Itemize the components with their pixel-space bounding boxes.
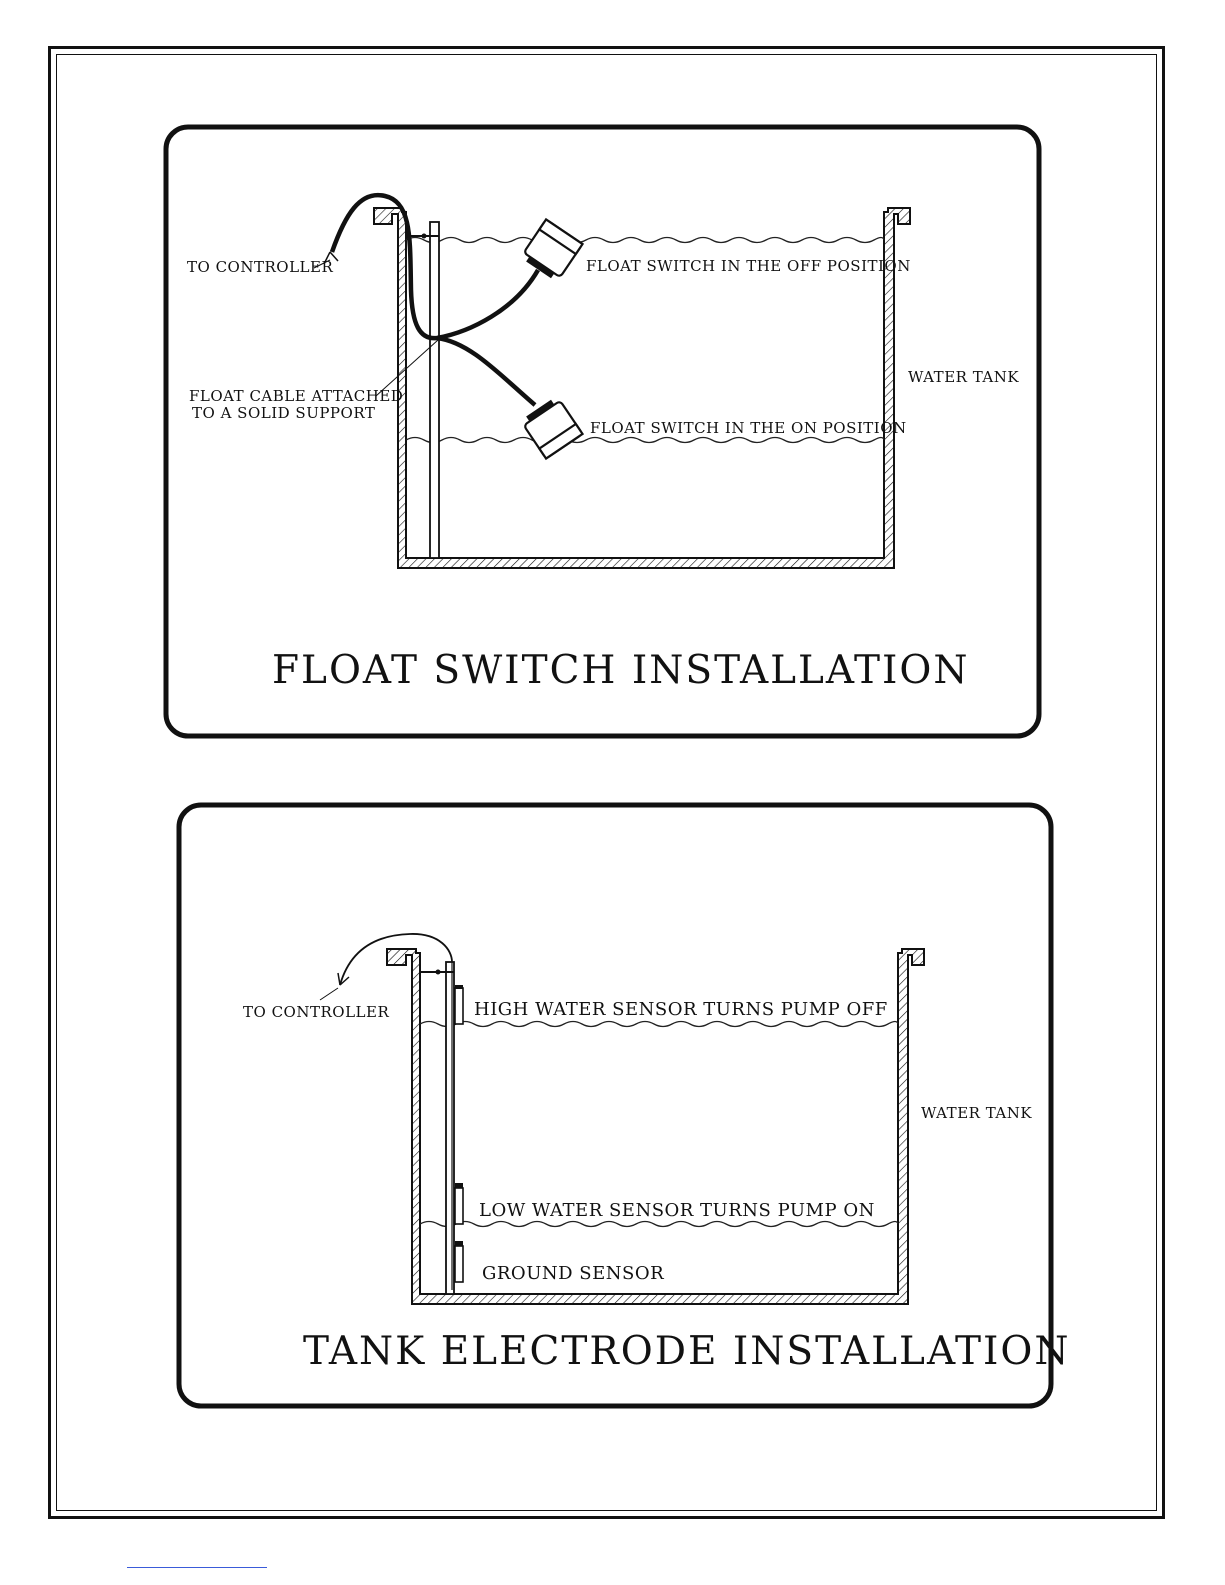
water-level-high-2 bbox=[420, 1022, 898, 1027]
label-water-tank-2: WATER TANK bbox=[921, 1104, 1032, 1122]
water-level-low-1 bbox=[406, 438, 884, 443]
electrode-bolt bbox=[436, 970, 441, 975]
solid-support-post bbox=[430, 222, 439, 558]
label-float-on: FLOAT SWITCH IN THE ON POSITION bbox=[590, 419, 907, 437]
low-water-sensor bbox=[455, 1183, 463, 1224]
high-water-sensor bbox=[455, 985, 463, 1024]
float-off-position bbox=[520, 219, 582, 282]
label-cable-attached-2: TO A SOLID SUPPORT bbox=[192, 404, 375, 422]
label-water-tank-1: WATER TANK bbox=[908, 368, 1019, 386]
electrode-holder bbox=[446, 962, 454, 1294]
float-switch-title: FLOAT SWITCH INSTALLATION bbox=[272, 648, 969, 693]
label-ground-sensor: GROUND SENSOR bbox=[482, 1263, 664, 1284]
water-level-low-2 bbox=[420, 1222, 898, 1227]
float-switch-panel: TO CONTROLLER FLOAT SWITCH IN THE OFF PO… bbox=[166, 127, 1039, 736]
tank-electrode-panel: TO CONTROLLER HIGH WATER SENSOR TURNS PU… bbox=[179, 805, 1071, 1406]
label-high-sensor: HIGH WATER SENSOR TURNS PUMP OFF bbox=[474, 999, 888, 1020]
label-low-sensor: LOW WATER SENSOR TURNS PUMP ON bbox=[479, 1200, 875, 1221]
ground-sensor bbox=[455, 1241, 463, 1282]
footer-link-underline[interactable] bbox=[127, 1567, 267, 1568]
support-bolt bbox=[422, 234, 427, 239]
float-cable-lower bbox=[437, 338, 535, 405]
tank-electrode-title: TANK ELECTRODE INSTALLATION bbox=[303, 1329, 1071, 1374]
label-to-controller-1: TO CONTROLLER bbox=[187, 258, 333, 276]
label-float-off: FLOAT SWITCH IN THE OFF POSITION bbox=[586, 257, 911, 275]
label-to-controller-2: TO CONTROLLER bbox=[243, 1003, 389, 1021]
label-cable-attached-1: FLOAT CABLE ATTACHED bbox=[189, 387, 403, 405]
leader-controller-2 bbox=[320, 988, 338, 1000]
float-on-position bbox=[520, 396, 582, 459]
water-level-high-1 bbox=[406, 238, 884, 243]
